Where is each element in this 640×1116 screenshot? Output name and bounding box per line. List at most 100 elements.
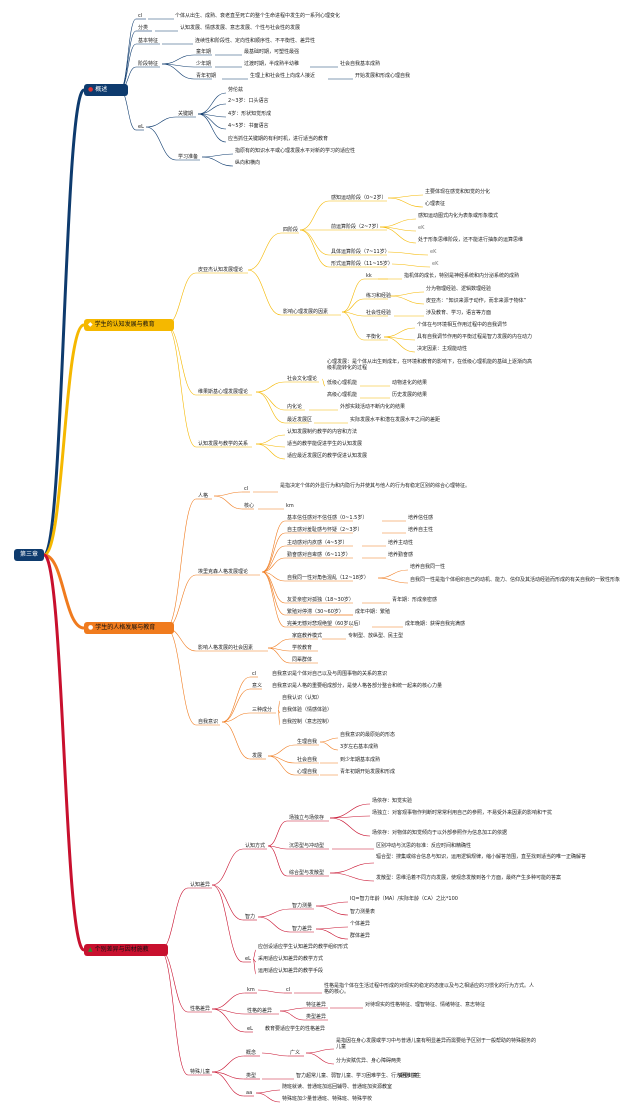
mindmap-node[interactable]: 实际发展水平和潜在发展水平之间的差距 (350, 417, 441, 423)
mindmap-node[interactable]: 社会自我基本成熟 (340, 61, 381, 67)
b4-branch-node[interactable]: ▲个别差异与因材施教 (84, 944, 168, 956)
mindmap-node[interactable]: 心理表征 (425, 201, 446, 207)
mindmap-node[interactable]: 决定因素：主观能动性 (417, 346, 468, 352)
mindmap-node[interactable]: 运用适应认知差异的教学手段 (258, 968, 324, 974)
mindmap-node[interactable]: 群体差异 (350, 933, 371, 939)
mindmap-node[interactable]: 采用适应认知差异的教学方式 (258, 956, 324, 962)
mindmap-node[interactable]: 类型差异 (306, 1014, 327, 1020)
mindmap-node[interactable]: 皮亚杰认知发展理论 (198, 267, 244, 273)
mindmap-node[interactable]: 前运算阶段（2~7岁） (331, 224, 382, 230)
mindmap-node[interactable]: 历史发展的结果 (392, 392, 428, 398)
mindmap-node[interactable]: 随班就读、普通班加巡回辅导、普通班加资源教室 (282, 1084, 393, 1090)
mindmap-node[interactable]: 生理自我 (297, 739, 318, 745)
mindmap-node[interactable]: 自我意识是个体对自己以及与周围事物的关系的意识 (272, 671, 388, 677)
mindmap-node[interactable]: 性格的差异 (247, 1008, 273, 1014)
mindmap-node[interactable]: 4岁：形状知觉形成 (228, 111, 272, 117)
mindmap-node[interactable]: 自我体验（情感体验） (282, 707, 333, 713)
mindmap-node[interactable]: 人格 (198, 493, 209, 499)
mindmap-node[interactable]: 场依存：对物体的知觉倾向于以外部参照作为信息加工的依据 (372, 830, 508, 836)
mindmap-node[interactable]: 智力测量 (292, 903, 313, 909)
mindmap-node[interactable]: 心理发展：是个体从出生到成年，在环境和教育的影响下，在低级心理机能的基础上逐渐向… (327, 359, 533, 371)
mindmap-node[interactable]: 自主感对羞耻感与怀疑（2~3岁） (287, 527, 363, 533)
mindmap-node[interactable]: 特殊儿童 (190, 1069, 211, 1075)
mindmap-node[interactable]: 练习和经验 (366, 293, 392, 299)
mindmap-node[interactable]: 高级心理机能 (327, 392, 358, 398)
mindmap-node[interactable]: 成年晚期：获得自我完满感 (405, 621, 466, 627)
mindmap-node[interactable]: 培养信任感 (408, 515, 434, 521)
mindmap-node[interactable]: 认知方式 (245, 843, 266, 849)
mindmap-node[interactable]: 四阶段 (283, 227, 299, 233)
mindmap-node[interactable]: 场独立与场依存 (289, 815, 325, 821)
mindmap-node[interactable]: 外部实践活动不断内化的结果 (340, 404, 406, 410)
mindmap-node[interactable]: 勤奋感对自卑感（6~11岁） (287, 552, 351, 558)
mindmap-node[interactable]: 内化论 (287, 404, 303, 410)
mindmap-node[interactable]: 社会文化理论 (287, 376, 318, 382)
mindmap-node[interactable]: 综合型与发散型 (289, 870, 325, 876)
mindmap-node[interactable]: 关键期 (178, 111, 194, 117)
mindmap-node[interactable]: 分为物理经验、逻辑数理经验 (426, 286, 492, 292)
mindmap-node[interactable]: 场依存：知觉实验 (372, 798, 413, 804)
mindmap-node[interactable]: 低级心理机能 (327, 380, 358, 386)
mindmap-node[interactable]: 埃里克森人格发展理论 (198, 569, 249, 575)
mindmap-node[interactable]: 童年期 (196, 49, 212, 55)
mindmap-node[interactable]: 应创设适应学生认知差异的教学组织形式 (258, 944, 349, 950)
mindmap-node[interactable]: 培养主动性 (388, 540, 414, 546)
mindmap-node[interactable]: 劳伦兹 (228, 87, 244, 93)
root-node[interactable]: 第三章 (14, 549, 44, 561)
mindmap-node[interactable]: 自我意识 (198, 719, 219, 725)
mindmap-node[interactable]: 适应最近发展区的教学促进认知发展 (287, 453, 368, 459)
mindmap-node[interactable]: 分类 (138, 25, 149, 31)
mindmap-node[interactable]: 学校教育 (292, 645, 313, 651)
mindmap-node[interactable]: 少年期 (196, 61, 212, 67)
mindmap-node[interactable]: 概念 (246, 1050, 257, 1056)
mindmap-node[interactable]: 自我意识的最原始的形态 (340, 732, 396, 738)
mindmap-node[interactable]: 自我控制（意志控制） (282, 719, 333, 725)
mindmap-node[interactable]: 连续性和阶段性、定向性和顺序性、不平衡性、差异性 (195, 38, 316, 44)
mindmap-node[interactable]: aa (246, 1090, 253, 1096)
mindmap-node[interactable]: 学习准备 (178, 154, 199, 160)
mindmap-node[interactable]: 专制型、放纵型、民主型 (348, 633, 404, 639)
mindmap-node[interactable]: kk (366, 273, 372, 279)
mindmap-node[interactable]: IQ=智力年龄（MA）/实际年龄（CA）之比*100 (350, 896, 458, 902)
mindmap-node[interactable]: 基本特征 (138, 38, 159, 44)
mindmap-node[interactable]: cl (138, 13, 143, 19)
mindmap-node[interactable]: 处于形象思维阶段，还不能进行抽象的运算思维 (418, 237, 524, 243)
mindmap-node[interactable]: 发展 (252, 753, 263, 759)
mindmap-node[interactable]: 广义 (290, 1050, 301, 1056)
mindmap-node[interactable]: 个体差异 (350, 921, 371, 927)
mindmap-node[interactable]: 智力 (245, 914, 256, 920)
mindmap-node[interactable]: 个体在与环境相互作用过程中的自我调节 (417, 322, 508, 328)
mindmap-node[interactable]: 过渡时期，半成熟半幼稚 (244, 61, 300, 67)
mindmap-node[interactable]: 培养自我同一性 (410, 564, 446, 570)
mindmap-node[interactable]: 完美无憾对悲观绝望（60岁以后） (287, 621, 364, 627)
mindmap-node[interactable]: 是指决定个体的外显行为和内隐行为并使其与他人的行为有稳定区别的综合心理特征。 (280, 483, 471, 489)
mindmap-node[interactable]: 形式运算阶段（11~15岁） (331, 261, 393, 267)
mindmap-node[interactable]: 自我同一性是指个体组织自己的动机、能力、信仰及其活动经验而形成的有关自我的一致性… (410, 577, 621, 583)
mindmap-node[interactable]: 家庭教养模式 (292, 633, 323, 639)
mindmap-node[interactable]: 维果斯基心理发展理论 (198, 389, 249, 395)
mindmap-node[interactable]: 发散型：思维沿着不同方向发展，使观念发散到各个方面，最终产生多种可能的答案 (376, 875, 562, 881)
mindmap-node[interactable]: eK (418, 225, 425, 231)
mindmap-node[interactable]: 基本信任感对不信任感（0~1.5岁） (287, 515, 368, 521)
mindmap-node[interactable]: 辐合型：搜集或综合信息与知识，运用逻辑规律，缩小解答范围，直至找到适当的唯一正确… (376, 854, 587, 860)
mindmap-node[interactable]: 场独立：对客观事物作判断时常常利用自己的参照，不易受外来因素的影响和干扰 (372, 810, 553, 816)
mindmap-node[interactable]: 指机体的成长，特别是神经系统和内分泌系统的成熟 (404, 273, 520, 279)
mindmap-node[interactable]: 2~3岁：口头语言 (228, 98, 269, 104)
mindmap-node[interactable]: 教育要适应学生的性格差异 (265, 1026, 326, 1032)
mindmap-node[interactable]: 平衡化 (366, 334, 382, 340)
mindmap-node[interactable]: 友爱亲密对孤独（18~30岁） (287, 597, 354, 603)
mindmap-node[interactable]: 动物进化的结果 (392, 380, 428, 386)
mindmap-node[interactable]: 性格是指个体在生活过程中形成的对现实的稳定的态度以及与之相适应的习惯化的行为方式… (324, 983, 535, 995)
mindmap-node[interactable]: eK (432, 261, 439, 267)
mindmap-node[interactable]: cl (286, 987, 291, 993)
mindmap-node[interactable]: 青年初期开始发展和形成 (340, 769, 396, 775)
mindmap-node[interactable]: 同辈群体 (292, 657, 313, 663)
mindmap-node[interactable]: cl (244, 486, 249, 492)
mindmap-node[interactable]: 三种成分 (252, 707, 273, 713)
mindmap-node[interactable]: 影响心理发展的因素 (283, 309, 329, 315)
mindmap-node[interactable]: 纵向和横向 (235, 160, 261, 166)
mindmap-node[interactable]: eL (138, 124, 144, 130)
mindmap-node[interactable]: 最近发展区 (287, 417, 313, 423)
mindmap-node[interactable]: 分为资赋优异、身心障碍两类 (336, 1058, 402, 1064)
mindmap-node[interactable]: 具体运算阶段（7~11岁） (331, 249, 390, 255)
